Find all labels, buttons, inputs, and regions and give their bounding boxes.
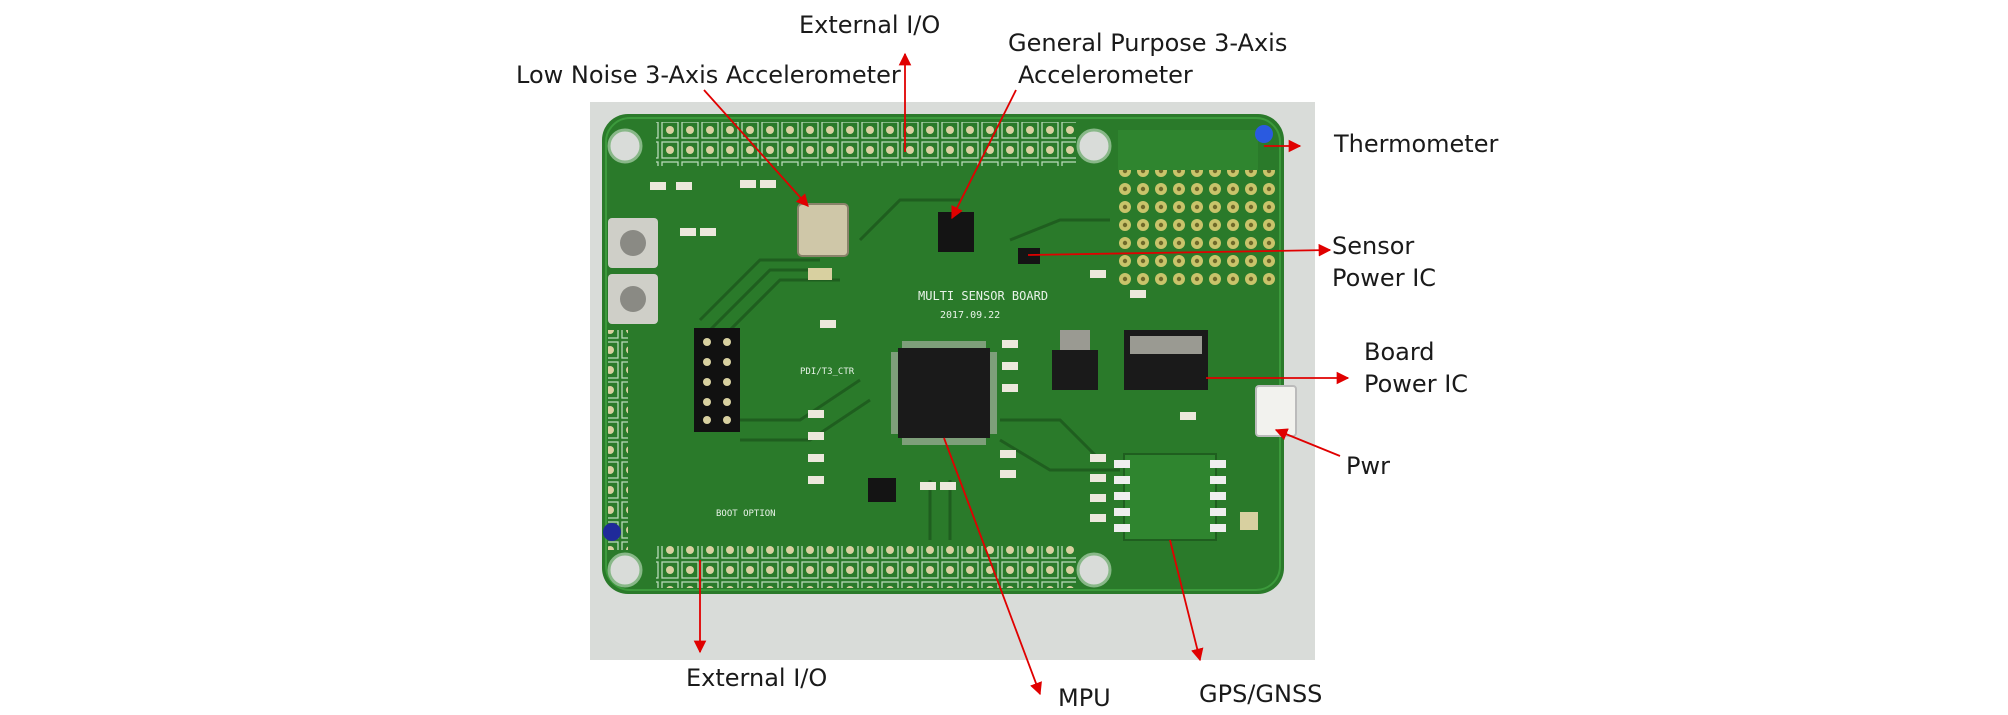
top-header-pins: [656, 122, 1076, 166]
gp-accelerometer-chip: [938, 212, 974, 252]
mounting-holes: [607, 128, 1112, 588]
label-board-power-line2: Power IC: [1364, 370, 1469, 398]
arrow-gps: [1169, 539, 1204, 662]
silkscreen-pcb-ctr: PDI/T3_CTR: [800, 367, 855, 377]
label-external-io-bottom: External I/O: [686, 664, 828, 692]
arrow-low-noise-accel: [703, 89, 809, 207]
power-connector: [1255, 385, 1297, 437]
crystal: [868, 478, 896, 502]
label-sensor-power-line2: Power IC: [1332, 264, 1437, 292]
gps-module: [1123, 453, 1217, 541]
label-gp-accelerometer-line1: General Purpose 3-Axis: [1008, 29, 1288, 57]
label-mpu: MPU: [1058, 684, 1111, 712]
silkscreen-boot-option: BOOT OPTION: [716, 509, 776, 519]
arrow-mpu: [943, 437, 1042, 696]
label-low-noise-accelerometer: Low Noise 3-Axis Accelerometer: [516, 61, 901, 89]
arrow-sensor-power: [1027, 243, 1332, 257]
label-external-io-top: External I/O: [799, 11, 941, 39]
sensor-power-ic: [1018, 248, 1040, 264]
label-board-power-line1: Board: [1364, 338, 1435, 366]
label-sensor-power-line1: Sensor: [1332, 232, 1415, 260]
prototype-pad-area: [1118, 170, 1280, 288]
label-gps-gnss: GPS/GNSS: [1199, 680, 1323, 708]
thermometer-sensor: [1255, 125, 1273, 143]
silkscreen-title: MULTI SENSOR BOARD: [918, 289, 1048, 303]
low-noise-accelerometer-chip: [797, 203, 849, 257]
arrow-gp-accel: [951, 89, 1017, 220]
silkscreen-date: 2017.09.22: [940, 310, 1000, 321]
bottom-header-pins: [656, 546, 1076, 588]
label-pwr: Pwr: [1346, 452, 1390, 480]
arrow-pwr: [1274, 428, 1341, 457]
mpu-chip: [898, 348, 990, 438]
smd-components: [650, 180, 1196, 522]
left-header-pins: [608, 330, 628, 550]
jumper-block: [694, 328, 740, 432]
callout-arrows: [693, 52, 1350, 696]
label-gp-accelerometer-line2: Accelerometer: [1018, 61, 1193, 89]
tactile-switches: [608, 218, 658, 324]
label-thermometer: Thermometer: [1334, 130, 1499, 158]
